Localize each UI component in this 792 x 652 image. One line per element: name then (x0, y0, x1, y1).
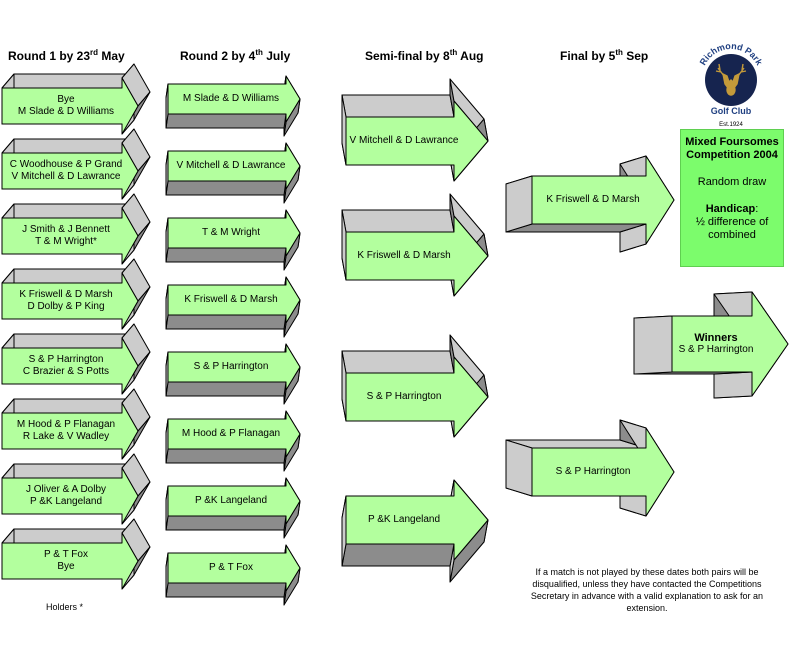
r2-arrow-3-face (167, 276, 301, 324)
r1-arrow-5-face (1, 402, 139, 460)
r2-arrow-2-face (167, 209, 301, 257)
holders-note: Holders * (46, 602, 84, 612)
sf-arrow-1-side (341, 209, 455, 233)
r2-arrow-1-side (165, 180, 287, 196)
info-title-line2: Competition 2004 (686, 149, 778, 161)
r1-arrow-0-side (1, 73, 135, 89)
r2-arrow-0-face (167, 75, 301, 123)
r2-arrow-2-side (165, 247, 287, 263)
r2-label-6: P &K Langeland (194, 495, 268, 506)
logo-bottom-text: Golf Club (711, 106, 752, 116)
r2-arrow-5-side (165, 448, 287, 464)
logo-est-text: Est.1924 (719, 122, 743, 128)
header-final: Final by 5th Sep (560, 48, 649, 63)
info-handicap-line1: ½ difference of (695, 216, 769, 228)
sf-arrow-2-side (341, 350, 455, 374)
r1-arrow-1-face (1, 142, 139, 200)
r2-arrow-3-side (165, 314, 287, 330)
r2-arrow-7-face (167, 544, 301, 592)
info-handicap-label: Handicap (705, 203, 756, 215)
sf-label-0: V Mitchell & D Lawrance (349, 135, 459, 146)
r1-arrow-4-face (1, 337, 139, 395)
r2-label-5: M Hood & P Flanagan (181, 428, 281, 439)
winners-arrow-face (671, 291, 789, 397)
r2-label-3: K Friswell & D Marsh (184, 294, 278, 305)
r1-arrow-5-side (1, 398, 135, 414)
final-arrow-1-face (531, 427, 675, 517)
r2-arrow-4-face (167, 343, 301, 391)
r2-arrow-1-face (167, 142, 301, 190)
header-round1: Round 1 by 23rd May (8, 48, 125, 63)
sf-arrow-0-side (341, 94, 455, 118)
sf-arrow-2-face (345, 356, 489, 438)
winners-arrow-side (633, 315, 673, 375)
sf-label-3: P &K Langeland (367, 514, 441, 525)
header-semifinal: Semi-final by 8th Aug (365, 48, 484, 63)
r2-label-2: T & M Wright (202, 227, 260, 238)
r1-arrow-6-side (1, 463, 135, 479)
r1-arrow-3-face (1, 272, 139, 330)
r1-arrow-7-side (1, 528, 135, 544)
r2-arrow-5-face (167, 410, 301, 458)
r2-arrow-4-side (165, 381, 287, 397)
final-label-1: S & P Harrington (555, 466, 631, 477)
club-logo: Richmond Park Golf Club Est.1924 (690, 34, 772, 130)
r2-arrow-6-side (165, 515, 287, 531)
footnote: If a match is not played by these dates … (530, 567, 764, 613)
r1-arrow-6-face (1, 467, 139, 525)
r1-arrow-3-side (1, 268, 135, 284)
sf-arrow-3-face (345, 479, 489, 561)
r2-label-7: P & T Fox (209, 562, 253, 573)
r2-arrow-6-face (167, 477, 301, 525)
info-handicap-line2: combined (708, 229, 756, 241)
final-label-0: K Friswell & D Marsh (546, 194, 640, 205)
r1-arrow-2-face (1, 207, 139, 265)
r2-label-1: V Mitchell & D Lawrance (176, 160, 286, 171)
r2-arrow-0-side (165, 113, 287, 129)
sf-label-2: S & P Harrington (366, 391, 442, 402)
r1-arrow-2-side (1, 203, 135, 219)
final-arrow-0-face (531, 155, 675, 245)
r2-arrow-7-side (165, 582, 287, 598)
r2-label-0: M Slade & D Williams (182, 93, 280, 104)
final-arrow-0-side (505, 175, 533, 233)
info-title-line1: Mixed Foursomes (685, 136, 779, 148)
winners-arrow-side (713, 371, 753, 399)
r2-label-4: S & P Harrington (193, 361, 269, 372)
info-handicap-colon: : (755, 203, 759, 215)
competition-info-box: Mixed Foursomes Competition 2004 Random … (680, 129, 784, 267)
final-arrow-1-side (505, 439, 533, 497)
r1-arrow-7-face (1, 532, 139, 590)
r1-arrow-1-side (1, 138, 135, 154)
sf-arrow-3-side (341, 543, 455, 567)
sf-arrow-0-face (345, 100, 489, 182)
sf-label-1: K Friswell & D Marsh (357, 250, 451, 261)
info-draw: Random draw (697, 176, 767, 188)
header-round2: Round 2 by 4th July (180, 48, 291, 63)
sf-arrow-1-face (345, 215, 489, 297)
r1-arrow-0-face (1, 77, 139, 135)
r1-arrow-4-side (1, 333, 135, 349)
